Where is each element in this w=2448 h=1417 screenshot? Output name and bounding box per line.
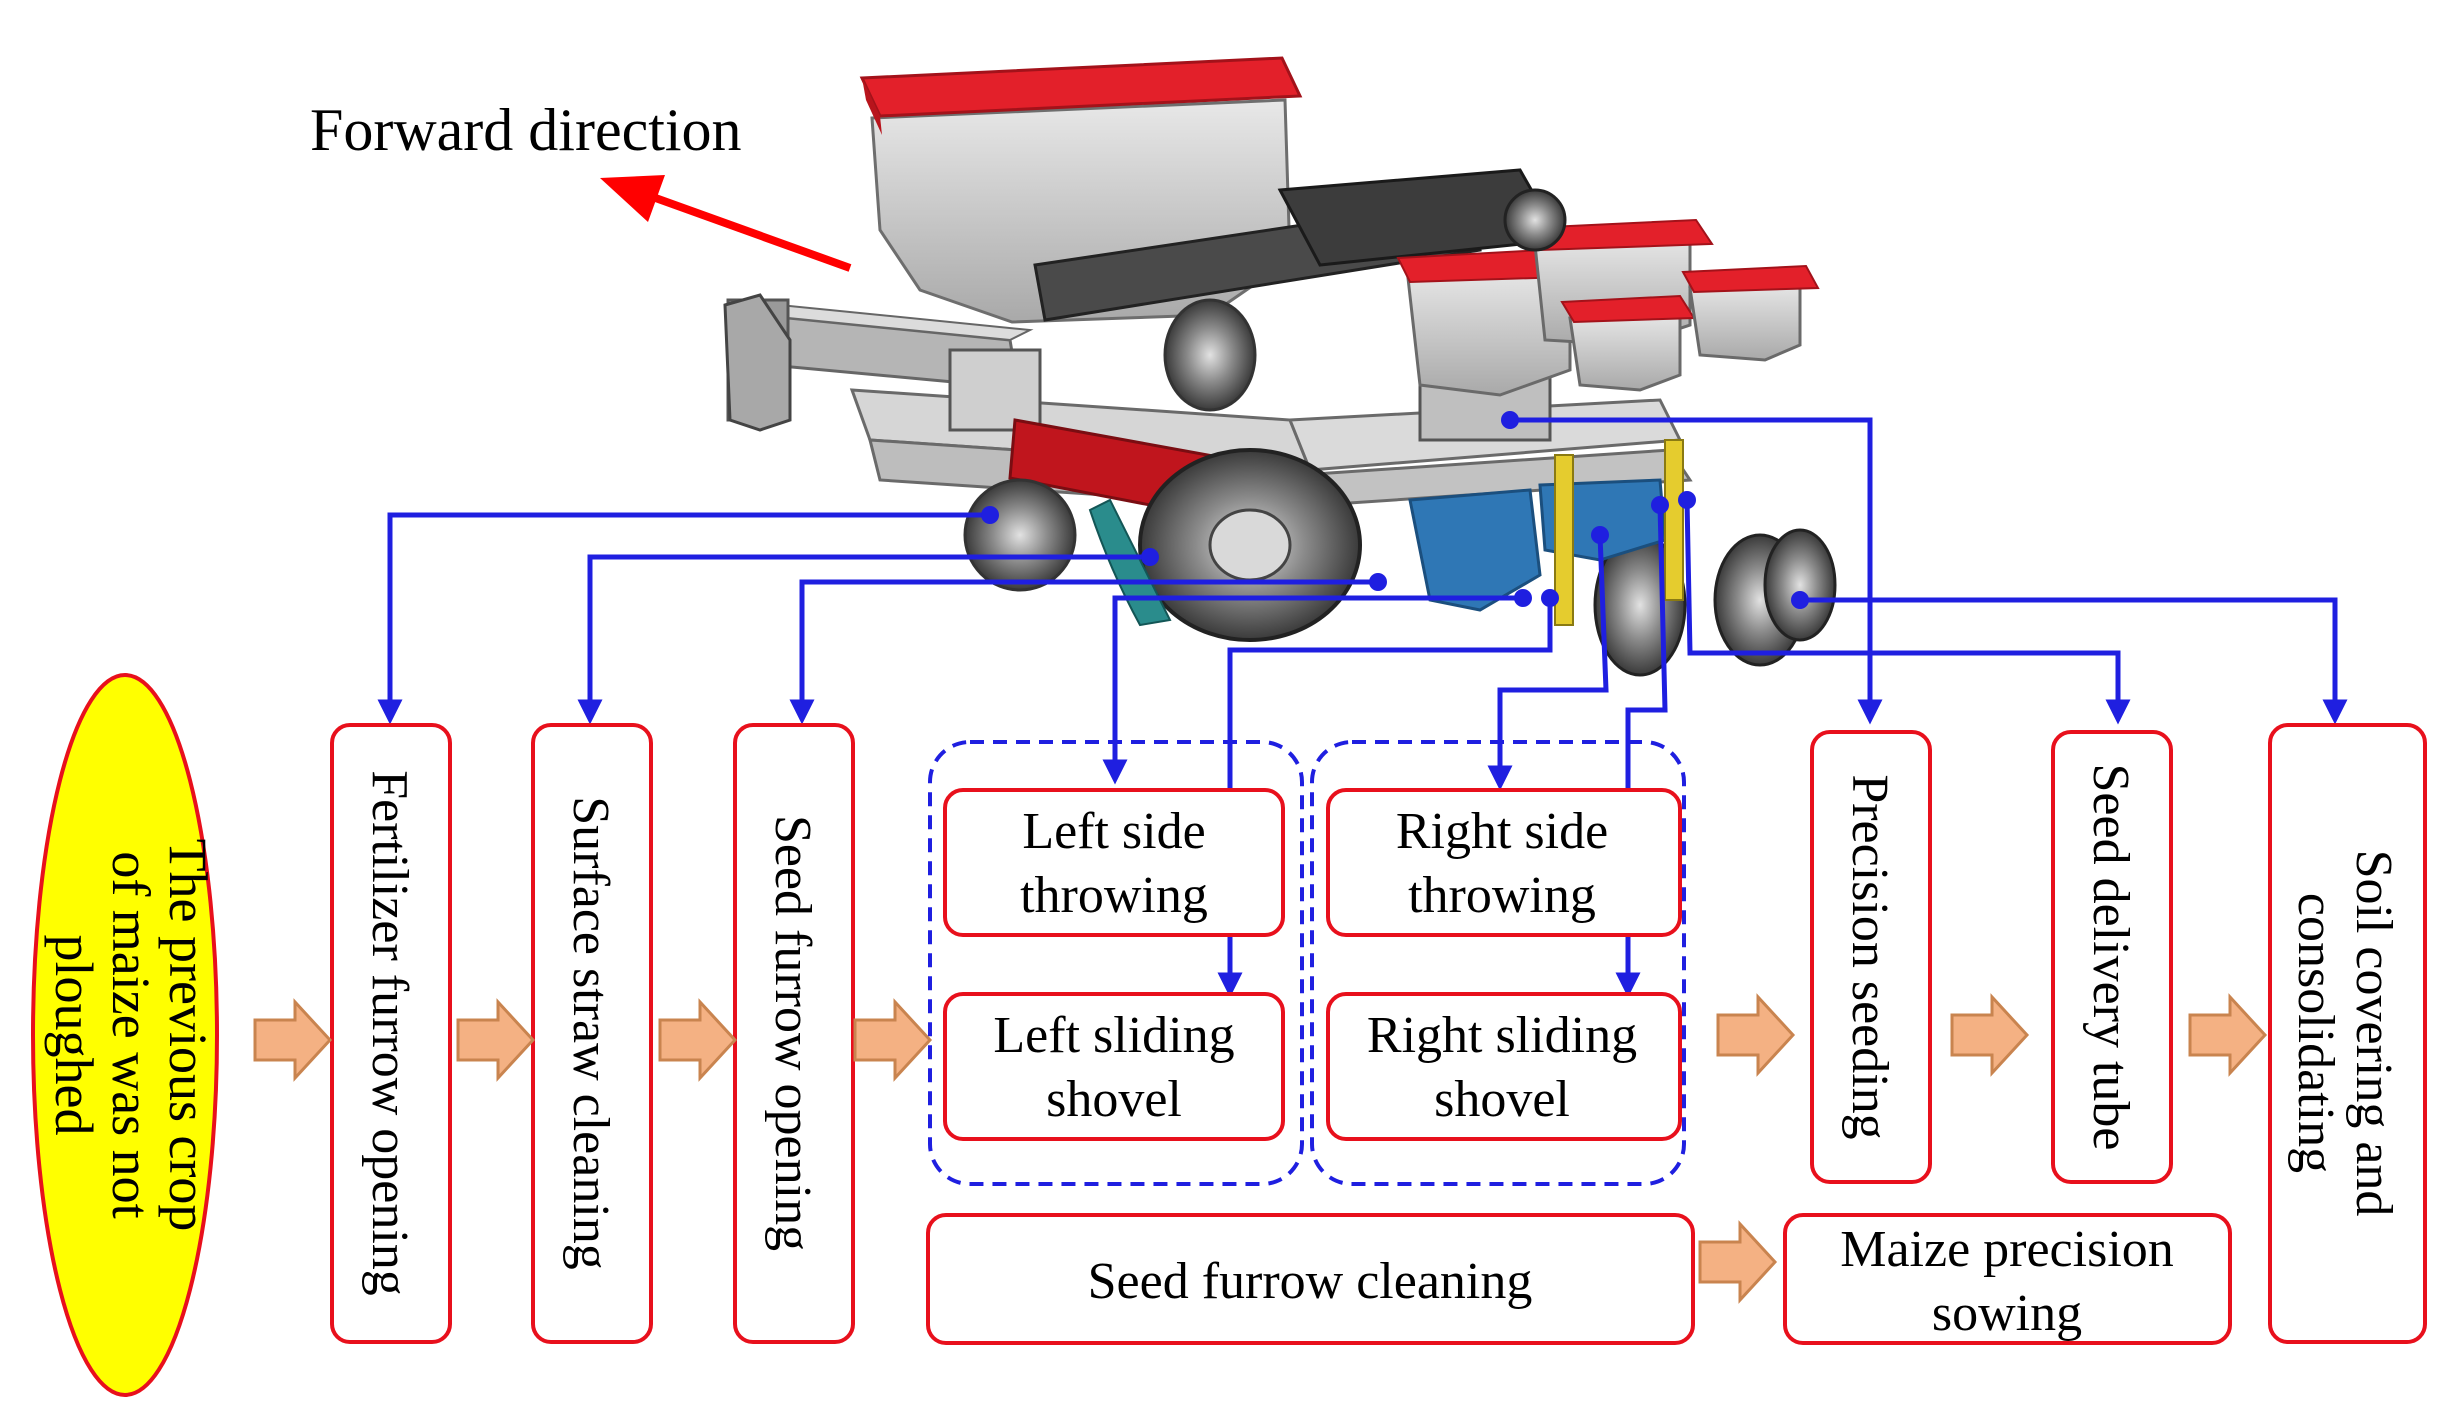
connector-dots (981, 411, 1809, 609)
flow-arrow-icon (1950, 993, 2030, 1077)
flow-arrow-icon (253, 998, 333, 1082)
maize-sowing-line-1: Maize precision (1840, 1221, 2174, 1278)
start-line-2: of maize was not (101, 851, 161, 1218)
step-seed-furrow-opening: Seed furrow opening (733, 723, 855, 1344)
step-seed-delivery-tube: Seed delivery tube (2051, 730, 2173, 1184)
right-side-throwing-box: Right side throwing (1326, 788, 1682, 937)
seed-furrow-cleaning-label: Seed furrow cleaning (1088, 1253, 1533, 1310)
flow-arrow-icon (1698, 1220, 1778, 1304)
hitch (723, 293, 792, 432)
flow-arrow-icon (658, 998, 738, 1082)
flow-arrow-icon (2188, 993, 2268, 1077)
maize-precision-sowing-box: Maize precision sowing (1783, 1213, 2232, 1345)
soil-label-line-2: consolidating (2287, 893, 2344, 1173)
soil-label-line-1: Soil covering and (2345, 850, 2402, 1217)
step-surface-straw-cleaning: Surface straw cleaning (531, 723, 653, 1344)
right-shovel-line-2: shovel (1434, 1071, 1570, 1128)
step-soil-covering: Soil covering and consolidating (2268, 723, 2427, 1344)
flow-arrows (253, 993, 2268, 1304)
left-throwing-line-1: Left side (1022, 803, 1205, 860)
forward-direction-label: Forward direction (310, 97, 742, 163)
left-sliding-shovel-box: Left sliding shovel (943, 992, 1285, 1141)
step-fertilizer-furrow-opening: Fertilizer furrow opening (330, 723, 452, 1344)
left-throwing-line-2: throwing (1020, 867, 1208, 924)
seeder-machine-illustration (723, 56, 1837, 677)
flow-arrow-icon (853, 998, 933, 1082)
right-group-outline (1310, 740, 1686, 1186)
start-oval: The previous crop of maize was not ploug… (31, 673, 219, 1397)
flow-arrow-icon (1716, 993, 1796, 1077)
left-shovel-line-2: shovel (1046, 1071, 1182, 1128)
seed-furrow-label: Seed furrow opening (764, 815, 821, 1251)
left-group-outline (928, 740, 1304, 1186)
right-throwing-line-1: Right side (1396, 803, 1608, 860)
maize-sowing-line-2: sowing (1932, 1285, 2082, 1342)
start-line-1: The previous crop (158, 839, 218, 1232)
right-throwing-line-2: throwing (1408, 867, 1596, 924)
left-side-throwing-box: Left side throwing (943, 788, 1285, 937)
step-precision-seeding: Precision seeding (1810, 730, 1932, 1184)
right-sliding-shovel-box: Right sliding shovel (1326, 992, 1682, 1141)
flow-arrow-icon (456, 998, 536, 1082)
fertilizer-label: Fertilizer furrow opening (361, 770, 418, 1296)
left-shovel-line-1: Left sliding (993, 1007, 1234, 1064)
right-shovel-line-1: Right sliding (1367, 1007, 1637, 1064)
precision-label: Precision seeding (1841, 774, 1898, 1139)
forward-arrow-icon (600, 175, 852, 272)
straw-label: Surface straw cleaning (562, 796, 619, 1270)
blue-components (1408, 439, 1684, 626)
seed-furrow-cleaning-box: Seed furrow cleaning (926, 1213, 1695, 1345)
delivery-label: Seed delivery tube (2082, 764, 2139, 1151)
start-line-3: ploughed (44, 935, 104, 1136)
straw-brush (1088, 498, 1172, 627)
seed-hoppers (1396, 218, 1820, 397)
connector-lines (377, 417, 2348, 998)
